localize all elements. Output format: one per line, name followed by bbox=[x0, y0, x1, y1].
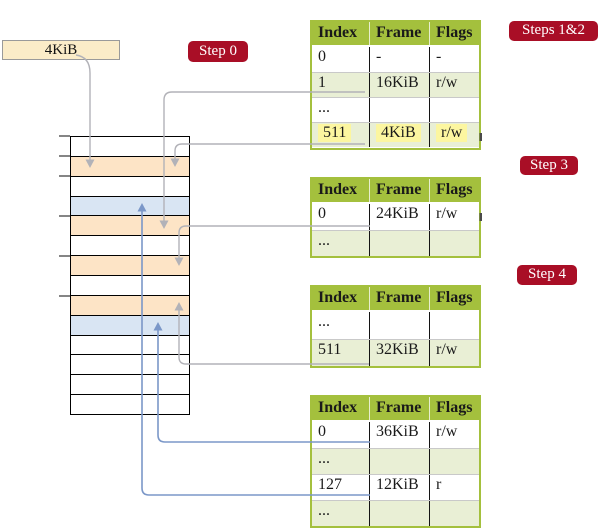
table-row-index-...: ... bbox=[312, 500, 479, 526]
memory-row-12kib-mapped-page bbox=[71, 196, 189, 217]
memory-row-52kib-free bbox=[71, 395, 189, 415]
table-cell: 511 bbox=[312, 123, 369, 147]
table-row-index-...: ... bbox=[312, 312, 479, 339]
table-cell: r/w bbox=[429, 204, 479, 230]
table-cell bbox=[369, 98, 429, 122]
table-cell bbox=[429, 501, 479, 526]
column-header-index: Index bbox=[318, 289, 358, 306]
address-tick bbox=[59, 175, 70, 177]
memory-row-20kib-free bbox=[71, 236, 189, 257]
table-row-index-...: ... bbox=[312, 97, 479, 122]
table-cell: ... bbox=[318, 502, 330, 519]
column-header-index: Index bbox=[318, 24, 358, 41]
table-cell bbox=[429, 312, 479, 339]
table-cell: 1 bbox=[318, 74, 326, 91]
table-cell bbox=[429, 449, 479, 474]
table-cell: r/w bbox=[429, 73, 479, 97]
highlighted-value: 4KiB bbox=[376, 124, 421, 142]
page-size-box: 4KiB bbox=[2, 40, 120, 60]
highlighted-value: 511 bbox=[318, 124, 352, 142]
column-header-flags: Flags bbox=[429, 397, 479, 420]
table-cell bbox=[369, 231, 429, 256]
column-header-index: Index bbox=[318, 399, 358, 416]
memory-row-16kib-page-table bbox=[71, 216, 189, 237]
table-cell bbox=[369, 312, 429, 339]
table-cell: ... bbox=[318, 450, 330, 467]
column-header-frame: Frame bbox=[369, 179, 429, 202]
table-cell: 0 bbox=[318, 48, 326, 65]
page-size-label: 4KiB bbox=[44, 42, 78, 58]
step-3-badge: Step 3 bbox=[520, 156, 578, 175]
physical-memory-stack bbox=[70, 136, 190, 415]
column-header-frame: Frame bbox=[369, 22, 429, 45]
table-cell: r bbox=[429, 475, 479, 500]
table-cell: 511 bbox=[318, 341, 342, 358]
column-header-flags: Flags bbox=[429, 287, 479, 310]
column-header-frame: Frame bbox=[369, 287, 429, 310]
memory-row-8kib-free bbox=[71, 176, 189, 197]
address-tick bbox=[59, 295, 70, 297]
step-0-badge: Step 0 bbox=[188, 41, 248, 62]
memory-row-36kib-mapped-page bbox=[71, 315, 189, 336]
table-row-index-511: 511 4KiB r/w bbox=[312, 122, 479, 147]
table-cell: 36KiB bbox=[369, 422, 429, 448]
column-header-index: Index bbox=[318, 181, 358, 198]
step-4-badge: Step 4 bbox=[517, 265, 577, 285]
memory-row-0kib-free bbox=[71, 137, 189, 157]
steps-1-2-badge: Steps 1&2 bbox=[509, 21, 598, 41]
address-tick bbox=[59, 215, 70, 217]
table-cell: 12KiB bbox=[369, 475, 429, 500]
table-cell: r/w bbox=[429, 123, 479, 147]
table-cell: ... bbox=[318, 313, 330, 330]
table-cell: - bbox=[369, 47, 429, 72]
address-tick bbox=[59, 255, 70, 257]
column-header-flags: Flags bbox=[429, 179, 479, 202]
table-row-index-0: 0 -- bbox=[312, 47, 479, 72]
address-tick bbox=[59, 135, 70, 137]
table-cell bbox=[429, 231, 479, 256]
memory-row-28kib-free bbox=[71, 276, 189, 296]
table-cell: 16KiB bbox=[369, 73, 429, 97]
table-cell: 0 bbox=[318, 423, 326, 440]
table-cell: ... bbox=[318, 99, 330, 116]
table-cell: ... bbox=[318, 232, 330, 249]
memory-row-32kib-page-table bbox=[71, 295, 189, 316]
table-cell: 0 bbox=[318, 205, 326, 222]
column-header-frame: Frame bbox=[369, 397, 429, 420]
table-row-index-...: ... bbox=[312, 230, 479, 256]
table-cell: 32KiB bbox=[369, 340, 429, 366]
table-cell bbox=[369, 449, 429, 474]
table-row-index-...: ... bbox=[312, 448, 479, 474]
table-cell: - bbox=[429, 47, 479, 72]
table-cell: 4KiB bbox=[369, 123, 429, 147]
table-cell: 127 bbox=[318, 476, 342, 493]
address-tick bbox=[59, 155, 70, 157]
table-cell: 24KiB bbox=[369, 204, 429, 230]
table-cell bbox=[369, 501, 429, 526]
memory-row-4kib-page-table bbox=[71, 156, 189, 177]
memory-row-24kib-page-table bbox=[71, 256, 189, 277]
table-cell: r/w bbox=[429, 340, 479, 366]
table-cell bbox=[429, 98, 479, 122]
memory-row-48kib-free bbox=[71, 375, 189, 396]
highlighted-value: r/w bbox=[436, 124, 468, 142]
table-cell: r/w bbox=[429, 422, 479, 448]
column-header-flags: Flags bbox=[429, 22, 479, 45]
memory-row-44kib-free bbox=[71, 355, 189, 376]
memory-row-40kib-free bbox=[71, 335, 189, 356]
